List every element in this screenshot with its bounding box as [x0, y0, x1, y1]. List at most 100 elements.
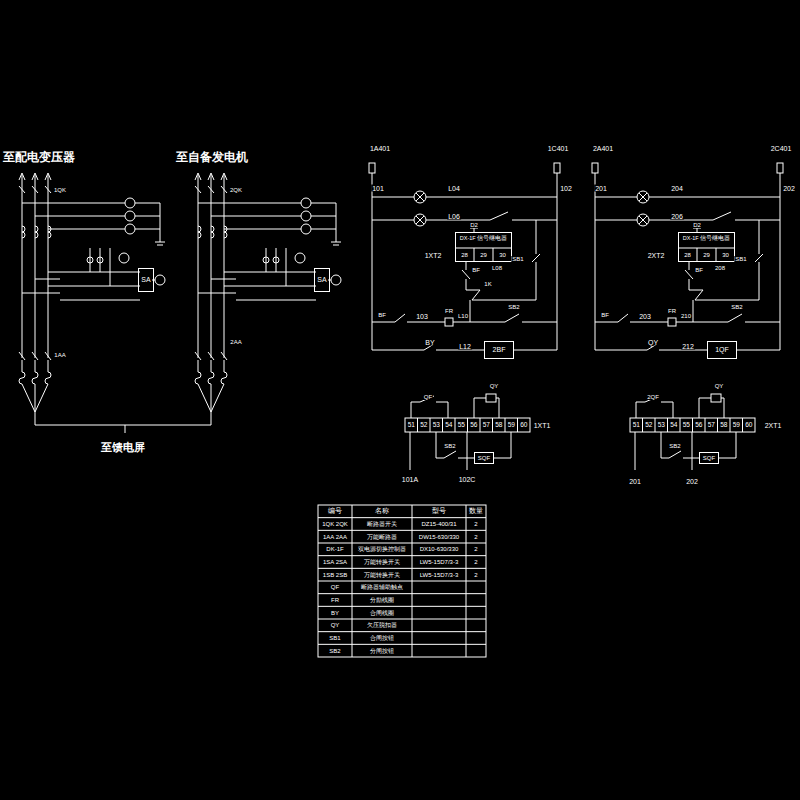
table-cell: 断路器开关 — [366, 521, 398, 527]
transformer-feeder — [19, 173, 165, 425]
terminal-label: 2QK — [229, 187, 243, 193]
table-cell: DW15-630/330 — [418, 534, 460, 540]
table-cell: FR — [330, 597, 340, 603]
terminal-label: 51 — [407, 422, 416, 429]
terminal-label: 201 — [628, 478, 642, 485]
terminal-label: 2XT1 — [764, 422, 783, 429]
terminal-label: L08 — [491, 265, 503, 271]
coil-box: SQF — [699, 452, 719, 464]
terminal-label: QY — [489, 383, 500, 389]
node-text: 1QF — [715, 346, 729, 354]
terminal-label: 2C401 — [770, 145, 793, 152]
terminal-label: 59 — [732, 422, 741, 429]
terminal-label: 1C401 — [547, 145, 570, 152]
terminal-label: 203 — [638, 313, 652, 320]
table-cell: 2 — [473, 534, 478, 540]
terminal-label: 30 — [721, 252, 730, 258]
generator-feeder — [195, 173, 341, 425]
terminal-label: 202 — [685, 478, 699, 485]
table-cell: 型号 — [431, 508, 447, 515]
terminal-label: 59 — [507, 422, 516, 429]
node-text: SQF — [478, 455, 490, 462]
terminal-label: 54 — [444, 422, 453, 429]
terminal-label: 56 — [469, 422, 478, 429]
table-cell: LW5-15D7/3-3 — [419, 572, 460, 578]
terminal-label: 101A — [401, 476, 419, 483]
terminal-label: 58 — [494, 422, 503, 429]
control-circuit — [592, 163, 783, 350]
terminal-label: 101 — [371, 185, 385, 192]
terminal-label: 1AA — [53, 352, 66, 358]
terminal-label: QY — [647, 339, 659, 346]
table-cell: DX10-630/330 — [419, 546, 460, 552]
terminal-label: 1XT2 — [424, 252, 443, 259]
coil-box: 2BF — [484, 341, 514, 359]
terminal-label: L06 — [447, 213, 461, 220]
terminal-label: 210 — [680, 313, 692, 319]
table-cell: 合闸按钮 — [369, 635, 395, 641]
terminal-label: 1XT1 — [533, 422, 552, 429]
terminal-label: L04 — [447, 185, 461, 192]
table-cell: 名称 — [374, 508, 390, 515]
table-cell: 分励线圈 — [369, 597, 395, 603]
node-text: SA — [141, 276, 150, 284]
terminal-label: SB2 — [668, 443, 681, 449]
terminal-label: 102 — [559, 185, 573, 192]
terminal-label: BF — [471, 267, 481, 273]
terminal-label: 2XT2 — [647, 252, 666, 259]
terminal-label: BF — [600, 312, 610, 318]
terminal-label: QY — [714, 383, 725, 389]
table-cell: SB2 — [328, 648, 341, 654]
table-cell: DZ15-400/31 — [420, 521, 457, 527]
terminal-label: 58 — [719, 422, 728, 429]
coil-box: SA — [138, 268, 154, 292]
terminal-label: SB1 — [734, 256, 747, 262]
table-cell: LW5-15D7/3-3 — [419, 559, 460, 565]
terminal-label: 206 — [670, 213, 684, 220]
terminal-label: 1K — [483, 281, 492, 287]
terminal-label: FR — [667, 308, 677, 314]
terminal-label: 29 — [702, 252, 711, 258]
terminal-label: FR — [444, 308, 454, 314]
terminal-label: 30 — [498, 252, 507, 258]
node-text: SQF — [703, 455, 715, 462]
terminal-label: BY — [424, 339, 435, 346]
terminal-label: 54 — [669, 422, 678, 429]
coil-box: SQF — [474, 452, 494, 464]
table-cell: SB1 — [328, 635, 341, 641]
terminal-label: 2QF — [646, 394, 660, 400]
table-cell: 数量 — [468, 508, 484, 515]
table-cell: 2 — [473, 521, 478, 527]
table-cell: BY — [330, 610, 340, 616]
table-cell: 分闸按钮 — [369, 648, 395, 654]
table-cell: 2 — [473, 559, 478, 565]
terminal-label: 208 — [714, 265, 726, 271]
table-cell: 断路器辅助触点 — [360, 584, 404, 590]
terminal-label: 53 — [657, 422, 666, 429]
terminal-label: 60 — [744, 422, 753, 429]
terminal-label: D2 — [469, 222, 479, 228]
terminal-label: 2A401 — [592, 145, 614, 152]
section-heading: 至馈电屏 — [100, 442, 146, 453]
table-cell: DK-1F — [325, 546, 344, 552]
terminal-label: 29 — [479, 252, 488, 258]
terminal-label: 55 — [457, 422, 466, 429]
node-text: DX-1F 信号继电器 — [460, 233, 507, 241]
table-cell: 1SA 2SA — [322, 559, 348, 565]
table-cell: 万能转换开关 — [363, 572, 401, 578]
terminal-label: L10 — [457, 313, 469, 319]
terminal-label: 55 — [682, 422, 691, 429]
terminal-label: SB2 — [443, 443, 456, 449]
terminal-label: L12 — [458, 343, 472, 350]
table-cell: 1AA 2AA — [322, 534, 348, 540]
terminal-label: 57 — [707, 422, 716, 429]
table-cell: 1SB 2SB — [322, 572, 348, 578]
table-cell: 2 — [473, 546, 478, 552]
terminal-label: SB1 — [511, 256, 524, 262]
table-cell: QY — [330, 622, 341, 628]
table-cell: 欠压脱扣器 — [366, 622, 398, 628]
terminal-label: D2 — [692, 222, 702, 228]
terminal-label: 52 — [419, 422, 428, 429]
section-heading: 至配电变压器 — [2, 151, 76, 163]
